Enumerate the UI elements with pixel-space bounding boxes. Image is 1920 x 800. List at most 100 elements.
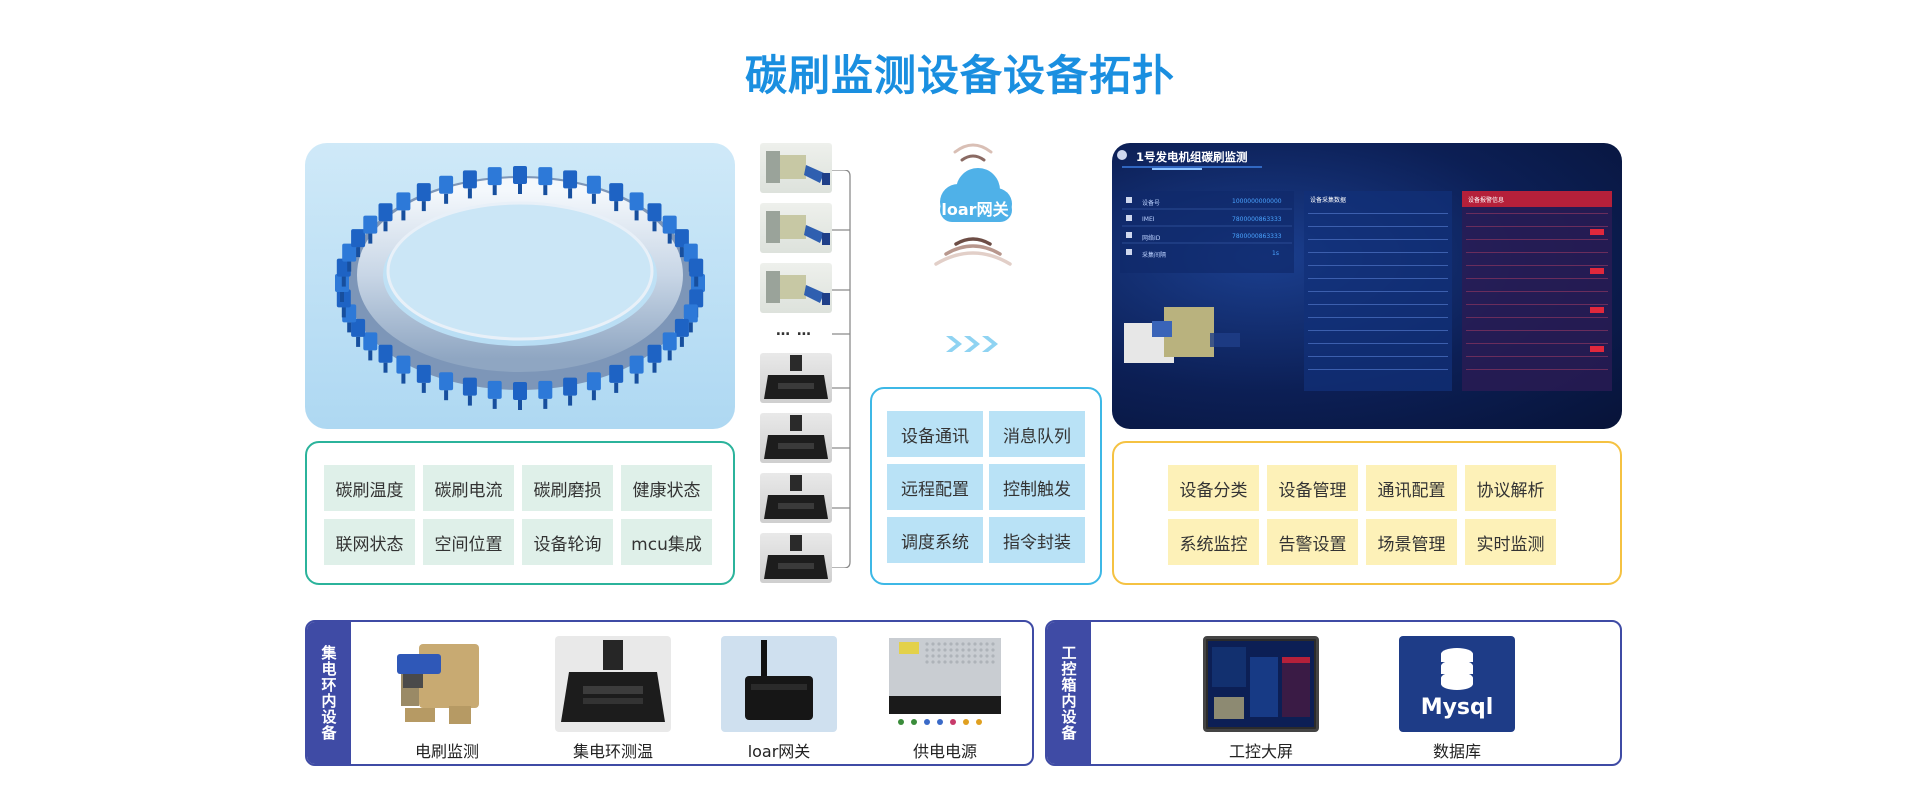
bus-connector-lines	[832, 170, 851, 568]
brush-lead	[492, 398, 497, 409]
brush-lead	[652, 362, 657, 373]
feature-chip: 指令封装	[989, 517, 1085, 563]
brush-block	[462, 170, 477, 189]
vent-hole	[991, 642, 995, 646]
table-row-line	[1466, 213, 1608, 214]
table-row-line	[1308, 213, 1448, 214]
vent-hole	[961, 648, 965, 652]
product-label: 工控大屏	[1228, 742, 1293, 761]
brush-lead	[444, 390, 449, 401]
terminal-dot	[898, 719, 904, 725]
vent-hole	[949, 648, 953, 652]
vent-hole	[979, 654, 983, 658]
brush-block	[351, 229, 366, 248]
vent-hole	[985, 642, 989, 646]
brush-block	[416, 364, 431, 383]
brush-block	[609, 183, 624, 202]
vent-hole	[955, 654, 959, 658]
brush-lead	[568, 188, 573, 199]
product-label: 集电环测温	[572, 742, 653, 761]
feature-chip: 设备轮询	[522, 519, 613, 565]
feature-chip: 调度系统	[887, 517, 983, 563]
brush-lead	[694, 276, 699, 287]
terminal-dot	[950, 719, 956, 725]
terminal-dot	[937, 719, 943, 725]
brush-block	[538, 167, 553, 186]
brush-block	[487, 167, 502, 186]
vent-hole	[973, 660, 977, 664]
db-text: Mysql	[1421, 695, 1494, 720]
brush-lead	[368, 233, 373, 244]
vent-hole	[949, 642, 953, 646]
brush-block	[513, 166, 527, 184]
product-label: 电刷监测	[414, 742, 479, 761]
feature-chip: 设备管理	[1267, 465, 1358, 511]
vent-hole	[937, 654, 941, 658]
brush-sensor-thumb	[760, 203, 832, 253]
vent-hole	[937, 660, 941, 664]
brush-sensor-thumb	[760, 143, 832, 193]
database-image: Mysql	[1399, 636, 1515, 732]
feature-chip: 健康状态	[621, 465, 712, 511]
feature-chip: mcu集成	[621, 519, 712, 565]
brush-block	[689, 289, 704, 308]
brush-block	[674, 318, 689, 337]
brush-block	[662, 332, 677, 351]
brush-lead	[614, 382, 619, 393]
vent-hole	[931, 660, 935, 664]
product-temp-sensor: 集电环测温	[555, 636, 671, 762]
feature-chip: 控制触发	[989, 464, 1085, 510]
brush-lead	[467, 188, 472, 199]
product-label: loar网关	[747, 742, 811, 761]
vent-hole	[973, 648, 977, 652]
table-row-line	[1308, 239, 1448, 240]
side-label: 工控箱内设备	[1059, 645, 1078, 741]
brush-lead	[401, 210, 406, 221]
power-supply-image	[887, 636, 1003, 732]
brush-lead	[614, 201, 619, 212]
temp-sensor-thumb	[760, 473, 832, 523]
vent-hole	[973, 654, 977, 658]
table-row-line	[1466, 356, 1608, 357]
alarm-badge	[1590, 229, 1604, 235]
brush-lead	[591, 390, 596, 401]
vent-hole	[943, 654, 947, 658]
brush-lead	[368, 350, 373, 361]
info-label: IMEI	[1142, 216, 1155, 223]
vent-hole	[979, 660, 983, 664]
table-row-line	[1308, 278, 1448, 279]
right-feature-panel: 设备分类 设备管理 通讯配置 协议解析 系统监控 告警设置 场景管理 实时监测	[1112, 441, 1622, 585]
terminal-dot	[963, 719, 969, 725]
product-brush-sensor: 电刷监测	[389, 636, 505, 762]
brush-block	[439, 175, 454, 194]
feature-chip: 联网状态	[324, 519, 415, 565]
vent-hole	[925, 660, 929, 664]
brush-block	[378, 344, 393, 363]
vent-hole	[943, 648, 947, 652]
brush-lead	[543, 398, 548, 409]
card-title: 设备采集数据	[1310, 197, 1347, 204]
brush-block	[609, 364, 624, 383]
vent-hole	[967, 660, 971, 664]
brush-lead	[340, 292, 344, 302]
brush-block	[538, 380, 553, 399]
brush-block	[647, 344, 662, 363]
brush-block	[586, 372, 601, 391]
brush-block	[629, 355, 644, 374]
vent-hole	[979, 642, 983, 646]
feature-chip: 场景管理	[1366, 519, 1457, 565]
info-label: 采集间隔	[1142, 252, 1167, 259]
brush-lead	[356, 336, 361, 347]
brush-block	[563, 377, 578, 396]
table-row-line	[1466, 369, 1608, 370]
brush-block	[363, 215, 378, 234]
feature-chip: 碳刷磨损	[522, 465, 613, 511]
table-row-line	[1466, 265, 1608, 266]
brush-lead	[688, 322, 693, 333]
vent-hole	[973, 642, 977, 646]
table-row-line	[1466, 343, 1608, 344]
feature-chip: 碳刷温度	[324, 465, 415, 511]
table-row-line	[1466, 252, 1608, 253]
product-database: Mysql 数据库	[1399, 636, 1515, 762]
brush-lead	[634, 373, 639, 384]
